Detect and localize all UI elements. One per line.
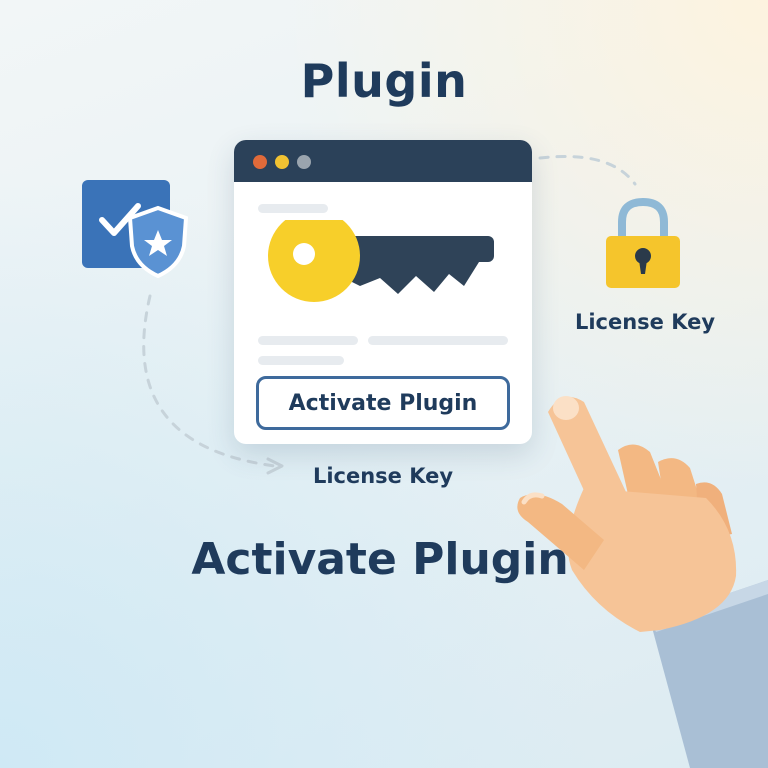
placeholder-line (368, 336, 508, 345)
close-dot[interactable] (253, 155, 267, 169)
placeholder-line (258, 356, 344, 365)
maximize-dot[interactable] (297, 155, 311, 169)
page-title: Plugin (300, 54, 468, 108)
browser-window: Activate Plugin (234, 140, 532, 444)
license-key-caption: License Key (312, 464, 454, 488)
padlock-icon (606, 198, 680, 288)
placeholder-line (258, 336, 358, 345)
license-key-label: License Key (574, 310, 716, 334)
activate-plugin-heading: Activate Plugin (191, 534, 569, 585)
pointing-hand-icon (517, 396, 768, 768)
window-title-bar (234, 140, 532, 182)
key-icon (268, 220, 494, 302)
shield-check-icon (82, 180, 189, 278)
minimize-dot[interactable] (275, 155, 289, 169)
activate-plugin-button[interactable]: Activate Plugin (256, 376, 510, 430)
placeholder-line (258, 204, 328, 213)
